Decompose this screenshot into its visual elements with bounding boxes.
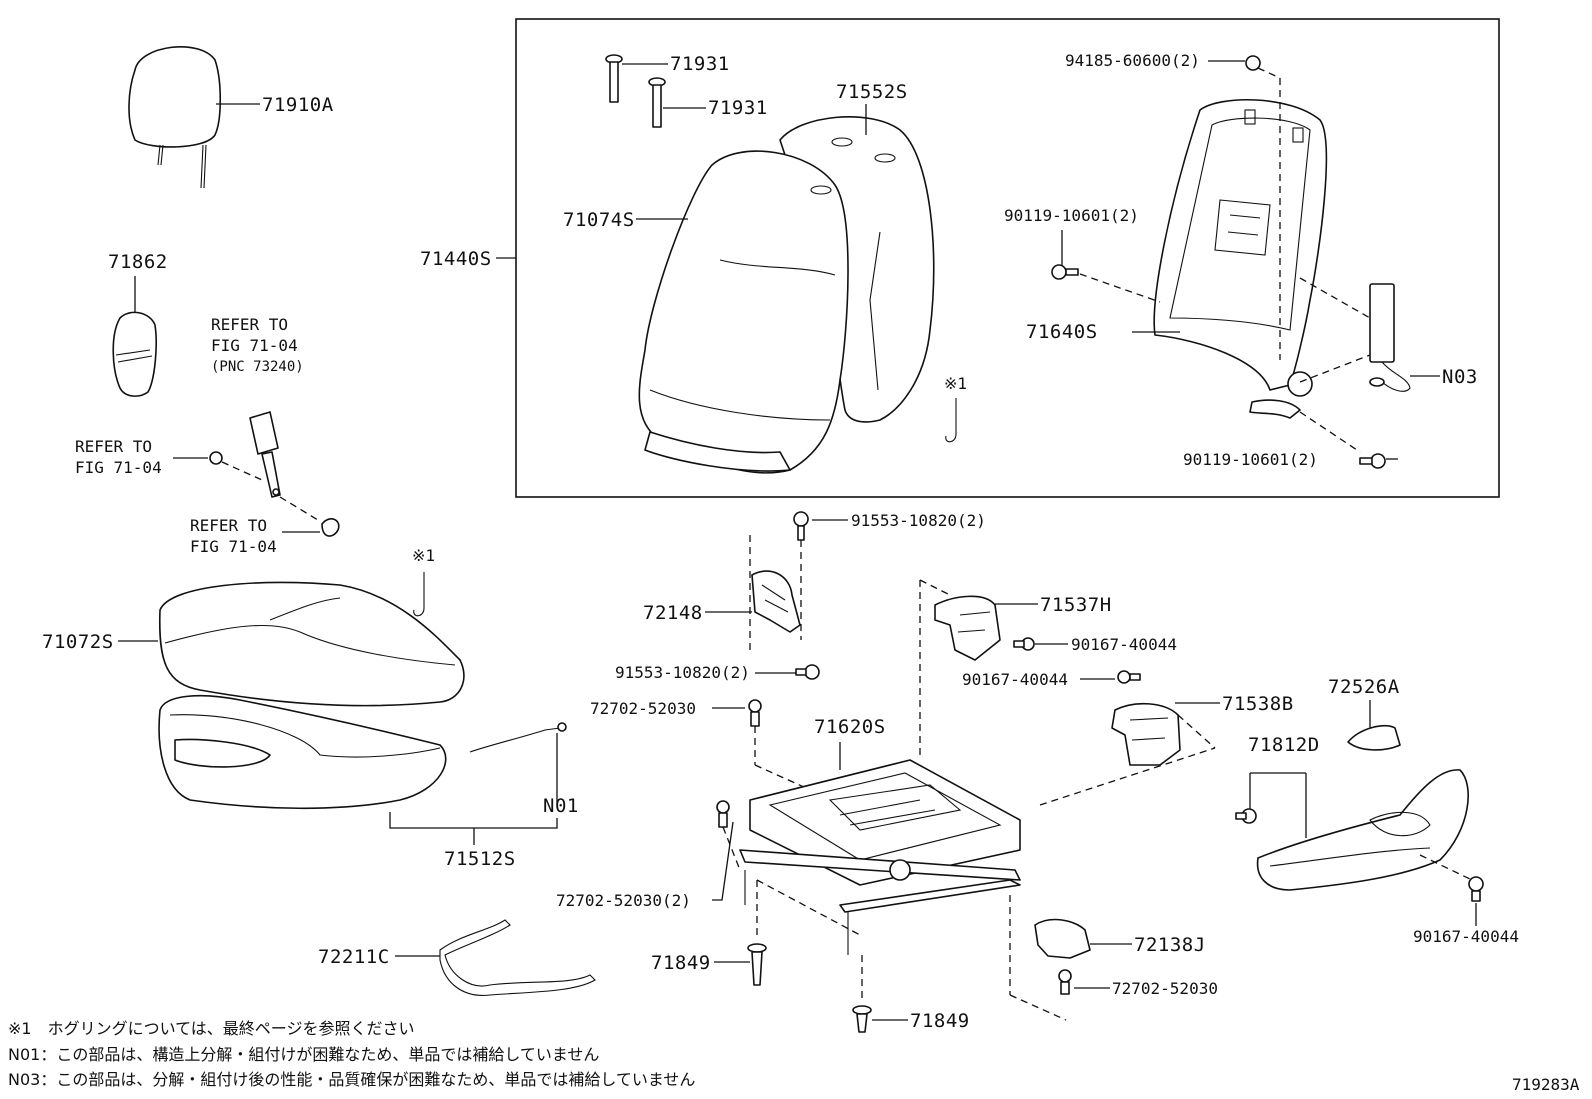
label-refer-bolt-2[interactable]: FIG 71-04 xyxy=(75,458,162,477)
screw-90167-b-icon xyxy=(1117,670,1141,684)
label-hogring-cushion[interactable]: ※1 xyxy=(412,546,435,565)
label-71931-b[interactable]: 71931 xyxy=(708,97,768,119)
knob-72526a-drawing xyxy=(1347,724,1401,751)
label-71072S[interactable]: 71072S xyxy=(42,631,114,653)
hinge-cover-71537h-drawing xyxy=(934,595,1001,661)
label-72138J[interactable]: 72138J xyxy=(1134,934,1206,956)
label-refer-nut-2[interactable]: FIG 71-04 xyxy=(190,537,277,556)
label-refer-buckle-1[interactable]: REFER TO xyxy=(211,315,288,334)
label-71640S[interactable]: 71640S xyxy=(1026,321,1098,343)
label-71910A[interactable]: 71910A xyxy=(262,94,334,116)
label-72526A[interactable]: 72526A xyxy=(1328,676,1400,698)
label-refer-buckle-2[interactable]: FIG 71-04 xyxy=(211,336,298,355)
note-hogring: ※1 ホグリングについては、最終ページを参照ください xyxy=(8,1019,414,1038)
label-refer-bolt-1[interactable]: REFER TO xyxy=(75,437,152,456)
cover-72138j-drawing xyxy=(1034,918,1091,959)
pin-71849-b-icon xyxy=(852,1005,872,1033)
note-n01: N01：この部品は、構造上分解・組付けが困難なため、単品では補給していません xyxy=(8,1045,599,1064)
label-90119-top[interactable]: 90119-10601(2) xyxy=(1004,206,1139,225)
belt-bolt-drawing xyxy=(209,451,223,465)
label-N03[interactable]: N03 xyxy=(1442,366,1478,388)
label-91553-top[interactable]: 91553-10820(2) xyxy=(851,511,986,530)
belt-nut-drawing xyxy=(321,518,340,537)
label-hogring-back[interactable]: ※1 xyxy=(944,374,967,393)
bracket-72148-drawing xyxy=(751,570,801,633)
screw-90167-a-icon xyxy=(1013,637,1035,651)
cushion-frame-drawing xyxy=(739,759,1021,955)
clip-72702-a-icon xyxy=(748,699,762,727)
label-72148[interactable]: 72148 xyxy=(643,602,703,624)
bolt-91553-bottom-icon xyxy=(795,664,820,680)
diagram-id: 719283A xyxy=(1512,1075,1580,1094)
cushion-pad-drawing xyxy=(158,694,447,810)
label-72702-b[interactable]: 72702-52030(2) xyxy=(556,891,691,910)
label-90119-bottom[interactable]: 90119-10601(2) xyxy=(1183,450,1318,469)
label-71931-a[interactable]: 71931 xyxy=(670,53,730,75)
label-71620S[interactable]: 71620S xyxy=(814,716,886,738)
screw-90167-c-icon xyxy=(1468,876,1484,902)
label-72211C[interactable]: 72211C xyxy=(318,946,390,968)
label-72702-c[interactable]: 72702-52030 xyxy=(1112,979,1218,998)
label-71512S[interactable]: 71512S xyxy=(444,848,516,870)
cover-71862-drawing xyxy=(112,311,157,397)
headrest-drawing xyxy=(128,46,221,189)
headrest-guide-b-drawing xyxy=(648,77,666,128)
label-N01[interactable]: N01 xyxy=(543,795,579,817)
label-72702-a[interactable]: 72702-52030 xyxy=(590,699,696,718)
label-71862[interactable]: 71862 xyxy=(108,251,168,273)
label-91553-bottom[interactable]: 91553-10820(2) xyxy=(615,663,750,682)
cushion-cover-drawing xyxy=(158,581,465,707)
label-90167-c[interactable]: 90167-40044 xyxy=(1413,927,1519,946)
shield-71812d-drawing xyxy=(1256,769,1469,891)
label-90167-b[interactable]: 90167-40044 xyxy=(962,670,1068,689)
wire-72211c-drawing xyxy=(439,919,596,996)
label-90167-a[interactable]: 90167-40044 xyxy=(1071,635,1177,654)
bolt-91553-top-icon xyxy=(793,511,809,541)
label-refer-nut-1[interactable]: REFER TO xyxy=(190,516,267,535)
bolt-90119-top-icon xyxy=(1051,264,1079,280)
headrest-guide-a-drawing xyxy=(605,54,623,103)
label-94185-60600[interactable]: 94185-60600(2) xyxy=(1065,51,1200,70)
label-71849-b[interactable]: 71849 xyxy=(910,1010,970,1032)
seatback-frame-drawing xyxy=(1153,98,1328,419)
label-71538B[interactable]: 71538B xyxy=(1222,693,1294,715)
pin-71849-a-icon xyxy=(747,943,767,986)
nut-94185-icon xyxy=(1245,55,1261,71)
screw-71812d-icon xyxy=(1235,808,1257,824)
seat-belt-buckle-drawing xyxy=(249,411,281,498)
label-71552S[interactable]: 71552S xyxy=(836,81,908,103)
label-71537H[interactable]: 71537H xyxy=(1040,594,1112,616)
clip-72702-b-icon xyxy=(716,800,730,828)
cushion-wire-drawing xyxy=(469,722,567,753)
seatback-cover-drawing xyxy=(638,150,849,474)
hinge-cover-71538b-drawing xyxy=(1111,702,1181,766)
note-n03: N03：この部品は、分解・組付け後の性能・品質確保が困難なため、単品では補給して… xyxy=(8,1070,695,1089)
label-71074S[interactable]: 71074S xyxy=(563,209,635,231)
label-71440S[interactable]: 71440S xyxy=(420,248,492,270)
bolt-90119-bottom-icon xyxy=(1359,453,1386,469)
label-71849-a[interactable]: 71849 xyxy=(651,952,711,974)
label-refer-buckle-3[interactable]: (PNC 73240) xyxy=(211,359,304,375)
clip-72702-c-icon xyxy=(1058,969,1072,995)
sensor-n03-drawing xyxy=(1369,283,1411,392)
label-71812D[interactable]: 71812D xyxy=(1248,734,1320,756)
